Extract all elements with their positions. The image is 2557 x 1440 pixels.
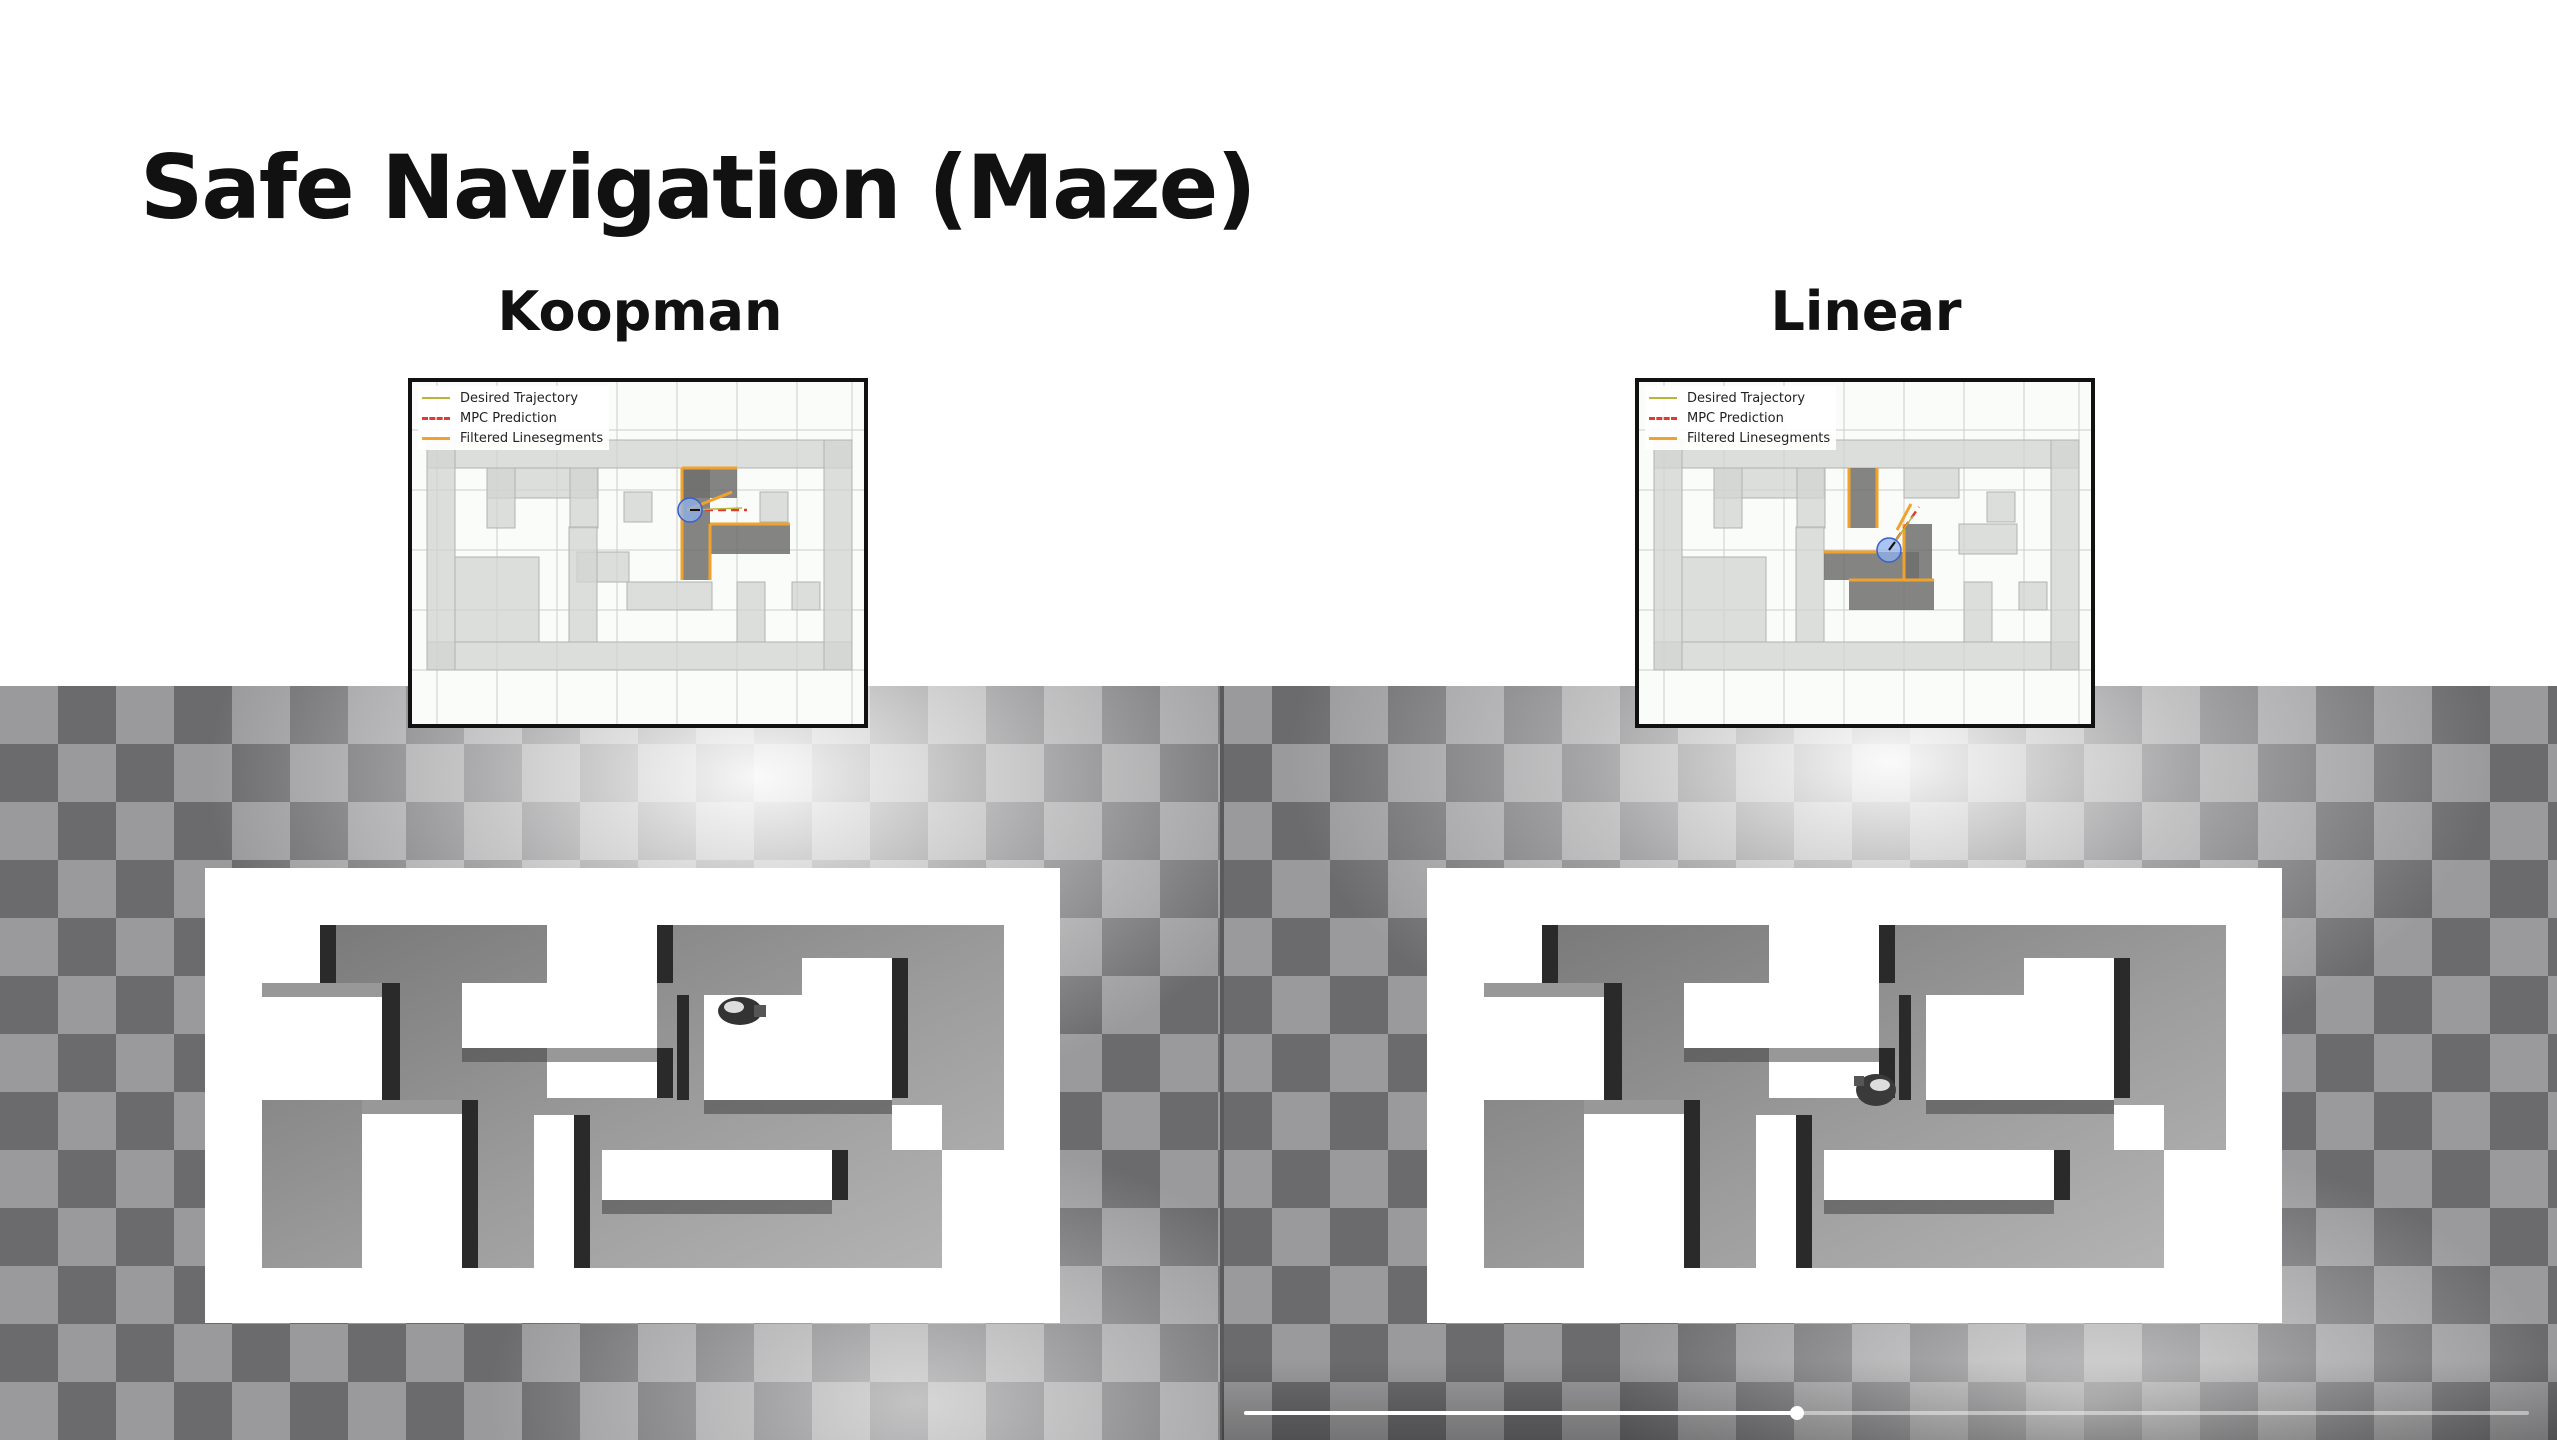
koopman-overhead-plot: Desired Trajectory MPC Prediction Filter… bbox=[408, 378, 868, 728]
linear-simulation-video[interactable] bbox=[1222, 686, 2557, 1440]
video-progress-bar[interactable] bbox=[1244, 1406, 2529, 1420]
mpc-dashed-swatch bbox=[1649, 416, 1677, 420]
linear-filtered-linesegments bbox=[1824, 468, 1934, 582]
koopman-label: Koopman bbox=[497, 280, 783, 343]
legend-item-filtered: Filtered Linesegments bbox=[422, 428, 603, 448]
koopman-simulation-video[interactable] bbox=[0, 686, 1222, 1440]
slide-title: Safe Navigation (Maze) bbox=[140, 136, 1257, 239]
koopman-map-svg bbox=[412, 382, 864, 724]
video-divider bbox=[1220, 686, 1224, 1440]
linear-map-svg bbox=[1639, 382, 2091, 724]
video-progress-fill bbox=[1244, 1411, 1797, 1415]
linear-legend: Desired Trajectory MPC Prediction Filter… bbox=[1645, 386, 1837, 450]
linear-label: Linear bbox=[1770, 280, 1962, 343]
legend-item-mpc: MPC Prediction bbox=[1649, 408, 1830, 428]
desired-line-swatch bbox=[422, 397, 450, 399]
legend-item-mpc: MPC Prediction bbox=[422, 408, 603, 428]
legend-item-filtered: Filtered Linesegments bbox=[1649, 428, 1830, 448]
koopman-legend: Desired Trajectory MPC Prediction Filter… bbox=[418, 386, 610, 450]
mpc-dashed-swatch bbox=[422, 416, 450, 420]
linear-maze-scene bbox=[1222, 686, 2557, 1440]
filtered-line-swatch bbox=[422, 436, 450, 440]
linear-overhead-plot: Desired Trajectory MPC Prediction Filter… bbox=[1635, 378, 2095, 728]
legend-item-desired: Desired Trajectory bbox=[1649, 388, 1830, 408]
video-scrubber-handle[interactable] bbox=[1789, 1406, 1804, 1420]
koopman-robot-icon bbox=[718, 997, 766, 1025]
legend-item-desired: Desired Trajectory bbox=[422, 388, 603, 408]
filtered-line-swatch bbox=[1649, 436, 1677, 440]
linear-robot-icon bbox=[1854, 1074, 1896, 1106]
desired-line-swatch bbox=[1649, 397, 1677, 399]
koopman-maze-scene bbox=[0, 686, 1222, 1440]
video-controls bbox=[1222, 1360, 2557, 1440]
